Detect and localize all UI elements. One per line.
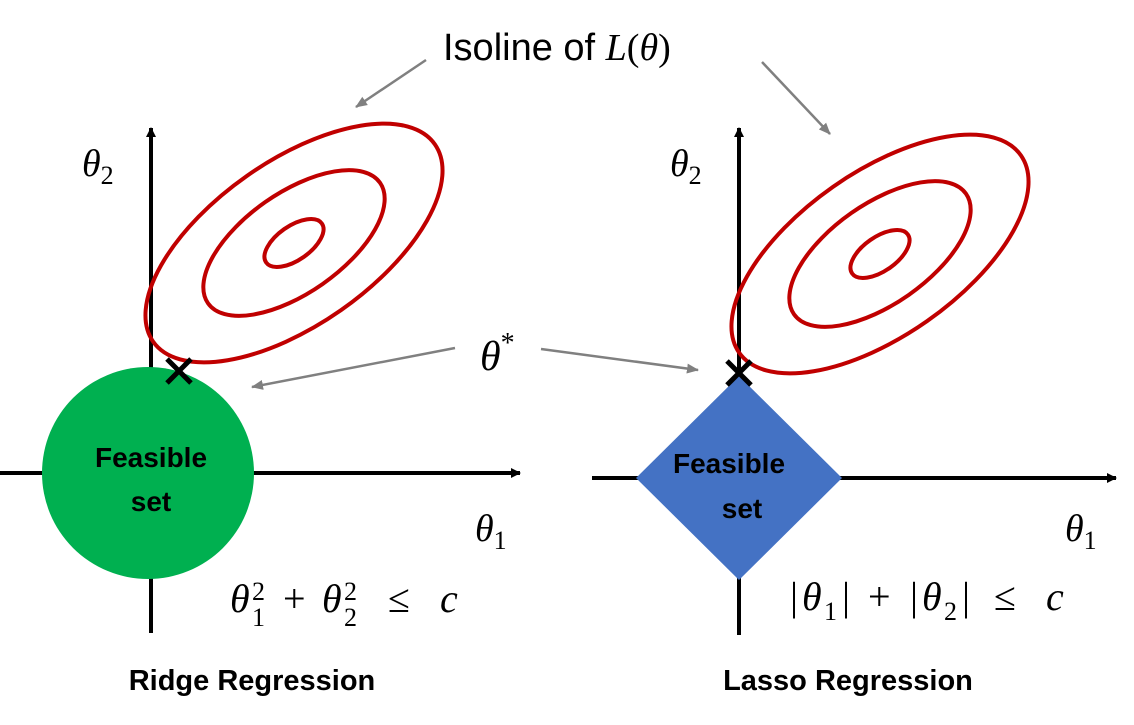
ridge-c-plus: + [283,576,306,621]
lasso-c-theta1: θ [802,574,822,619]
isoline-arrow-right [761,61,831,135]
lasso-optimum-marker [725,359,753,387]
lasso-isolines [729,132,1031,376]
lasso-feasible-label-2: set [722,493,762,524]
lasso-isoline-inner [848,228,912,280]
isoline-arrow-left [355,58,427,109]
ridge-y-symbol: θ [82,143,101,185]
ridge-panel: Feasible set θ2 θ1 θ 2 1 + θ 2 2 ≤ c [0,121,521,697]
lasso-feasible-set [636,376,842,580]
isoline-title: Isoline of L(θ) [443,27,671,69]
ridge-y-sub: 2 [101,161,114,190]
optimum-symbol: θ [480,334,501,380]
lasso-x-axis-label: θ1 [1065,508,1097,555]
ridge-isoline-middle [201,168,387,318]
lasso-y-axis-label: θ2 [670,143,702,190]
ridge-isoline-inner [262,217,326,269]
lasso-y-symbol: θ [670,143,689,185]
ridge-c-sup2: 2 [344,577,357,606]
lasso-c-plus: + [868,574,891,619]
lasso-x-symbol: θ [1065,508,1084,550]
isoline-func: L [605,27,627,69]
lasso-c-leq: ≤ [994,574,1016,619]
lasso-c-bar3: | [910,574,918,619]
ridge-feasible-set [42,367,254,579]
lasso-y-sub: 2 [689,161,702,190]
ridge-isolines [143,121,445,365]
isoline-paren-close: ) [658,27,671,69]
ridge-c-leq: ≤ [388,576,410,621]
lasso-panel: Feasible set θ2 θ1 | θ 1 | + | θ 2 | [592,127,1117,697]
ridge-y-axis-label: θ2 [82,143,114,190]
ridge-c-theta2: θ [322,576,342,621]
ridge-c-sub2: 2 [344,603,357,632]
optimum-arrow-left [251,346,456,390]
ridge-x-symbol: θ [475,508,494,550]
lasso-c-const: c [1046,574,1064,619]
ridge-feasible-label-2: set [131,486,171,517]
lasso-feasible-label-1: Feasible [673,448,785,479]
lasso-c-bar1: | [790,574,798,619]
lasso-c-sub2: 2 [944,597,957,626]
lasso-x-sub: 1 [1084,526,1097,555]
lasso-constraint: | θ 1 | + | θ 2 | ≤ c [790,574,1064,626]
ridge-feasible-label-1: Feasible [95,442,207,473]
ridge-title: Ridge Regression [129,665,376,697]
optimum-label: θ* [480,328,515,380]
ridge-c-sub1: 1 [252,603,265,632]
ridge-c-const: c [440,576,458,621]
optimum-sup: * [501,328,515,359]
lasso-c-sub1: 1 [824,597,837,626]
lasso-title: Lasso Regression [723,665,973,697]
lasso-isoline-outer [729,132,1031,376]
ridge-x-sub: 1 [494,526,507,555]
lasso-c-bar4: | [962,574,970,619]
isoline-title-prefix: Isoline of [443,27,606,69]
optimum-arrow-right [540,347,699,374]
lasso-isoline-middle [787,179,973,329]
isoline-var: θ [639,27,658,69]
lasso-c-theta2: θ [922,574,942,619]
ridge-optimum-marker [165,357,193,385]
ridge-constraint: θ 2 1 + θ 2 2 ≤ c [230,576,458,632]
lasso-c-bar2: | [842,574,850,619]
ridge-isoline-outer [143,121,445,365]
isoline-paren-open: ( [627,27,640,69]
ridge-c-sup1: 2 [252,577,265,606]
ridge-x-axis-label: θ1 [475,508,507,555]
ridge-c-theta1: θ [230,576,250,621]
